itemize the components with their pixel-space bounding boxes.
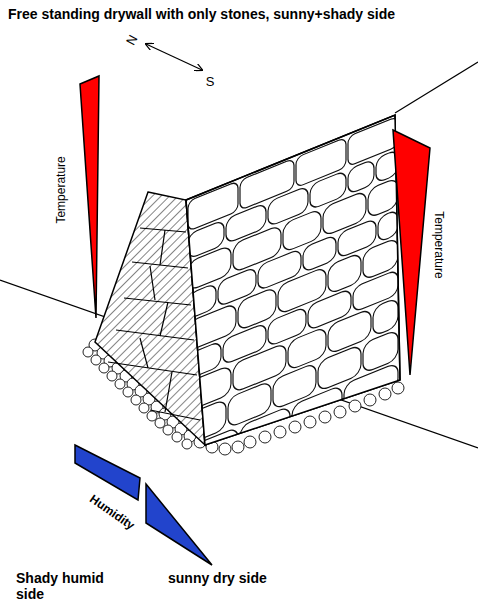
section-stones [108, 228, 200, 420]
wall-face [186, 115, 400, 445]
temperature-label: Temperature [55, 156, 69, 223]
humidity-label: Humidity [87, 493, 137, 534]
temperature-wedge [80, 76, 99, 318]
side-label: Shady humid side [16, 570, 128, 602]
compass-north: N [124, 32, 142, 47]
temperature-wedge [393, 130, 430, 375]
side-label: sunny dry side [168, 570, 267, 586]
compass-arrow [146, 44, 202, 70]
compass-south: S [206, 75, 215, 90]
wall-stones [188, 116, 398, 473]
temperature-label: Temperature [431, 211, 445, 278]
wall-top-edge [395, 62, 478, 113]
humidity-wedge [75, 445, 140, 500]
humidity-wedge [146, 484, 212, 565]
diagram-title: Free standing drywall with only stones, … [8, 6, 395, 22]
